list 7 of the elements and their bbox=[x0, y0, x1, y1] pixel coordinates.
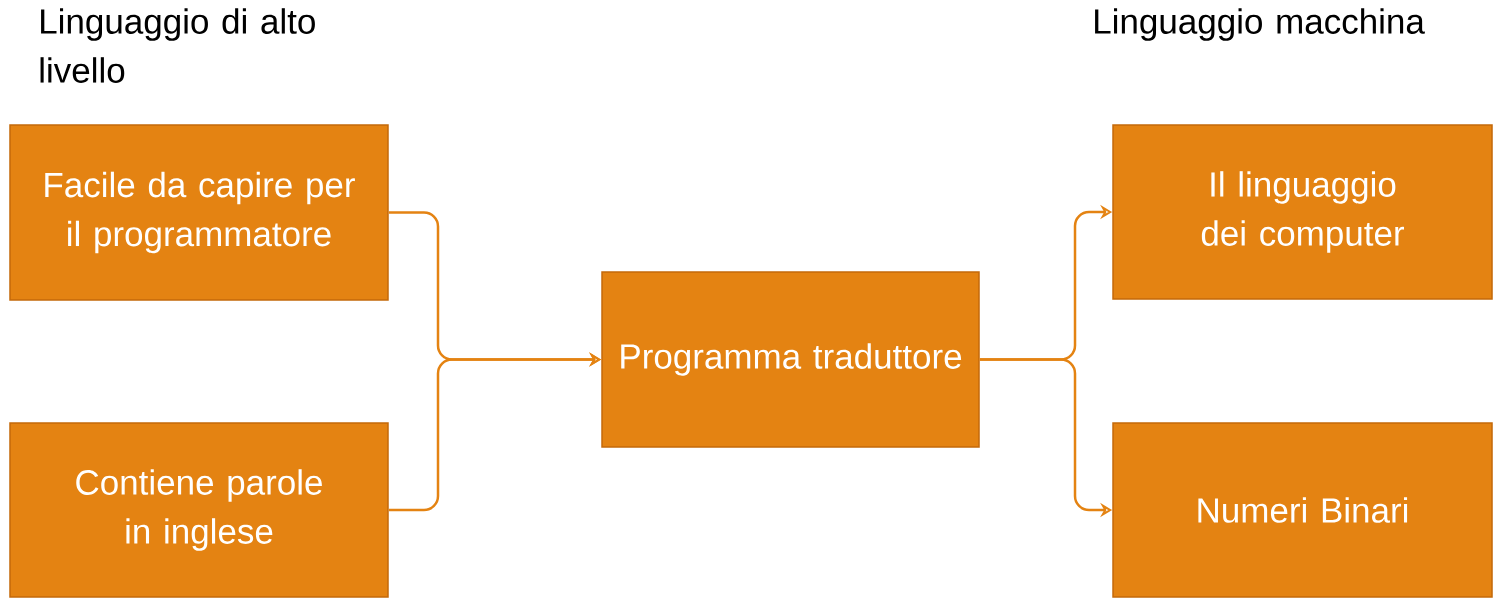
process-box: Il linguaggio dei computer bbox=[1112, 124, 1493, 300]
heading: Linguaggio macchina bbox=[1095, 8, 1425, 41]
process-box: Programma traduttore bbox=[601, 271, 980, 448]
heading: Linguaggio di alto livello bbox=[40, 8, 315, 83]
process-box: Facile da capire per il programmatore bbox=[9, 124, 389, 301]
process-box: Contiene parole in inglese bbox=[9, 422, 389, 598]
process-box: Numeri Binari bbox=[1112, 422, 1493, 598]
